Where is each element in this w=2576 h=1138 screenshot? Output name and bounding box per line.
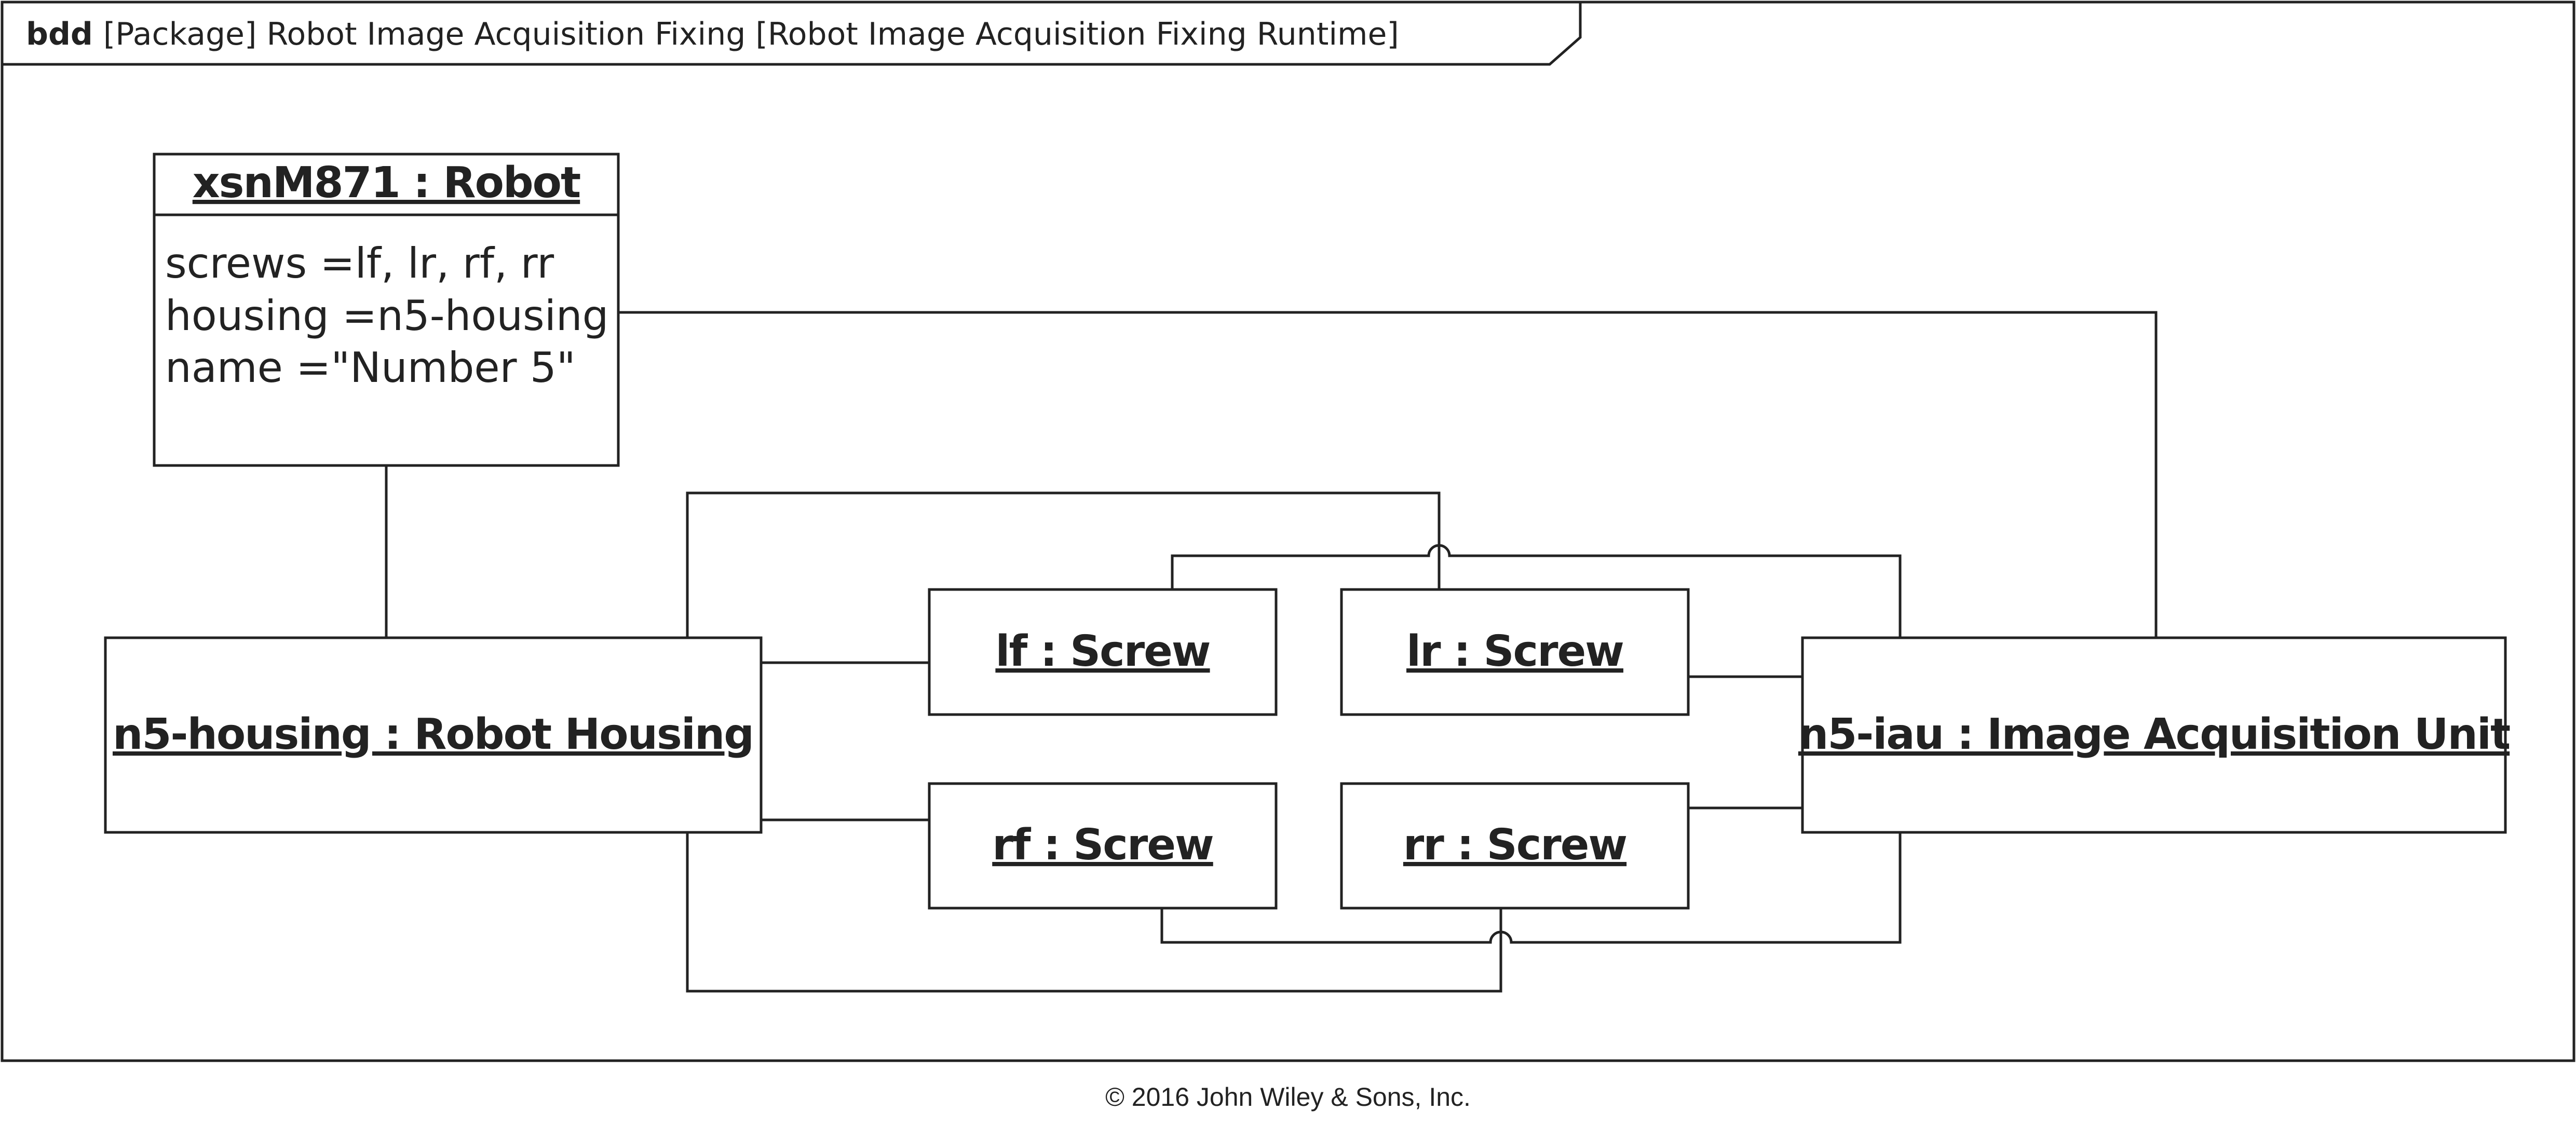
iau-box bbox=[1801, 636, 2507, 834]
robot-slot-housing: housing =n5-housing bbox=[165, 292, 608, 340]
link-lf-iau bbox=[1171, 544, 1902, 638]
frame-header-tab bbox=[2, 2, 1582, 66]
iau-title: n5-iau : Image Acquisition Unit bbox=[1798, 710, 2510, 759]
screw-lr-instance[interactable]: lr : Screw bbox=[1340, 588, 1690, 716]
copyright-notice: © 2016 John Wiley & Sons, Inc. bbox=[1105, 1082, 1471, 1112]
screw-lf-instance[interactable]: lf : Screw bbox=[928, 588, 1278, 716]
screw-rr-title: rr : Screw bbox=[1403, 820, 1626, 870]
link-robot-iau bbox=[618, 311, 2158, 638]
screw-lf-box bbox=[928, 588, 1278, 716]
screw-rr-instance[interactable]: rr : Screw bbox=[1340, 782, 1690, 910]
robot-box bbox=[153, 153, 620, 467]
housing-title: n5-housing : Robot Housing bbox=[113, 710, 753, 759]
screw-rf-instance[interactable]: rf : Screw bbox=[928, 782, 1278, 910]
screw-lf-title: lf : Screw bbox=[995, 627, 1210, 676]
screw-rr-box bbox=[1340, 782, 1690, 910]
housing-box bbox=[104, 636, 763, 834]
robot-title: xsnM871 : Robot bbox=[193, 158, 580, 208]
robot-slot-screws: screws =lf, lr, rf, rr bbox=[165, 239, 554, 287]
frame-header: bdd [Package] Robot Image Acquisition Fix… bbox=[26, 16, 1399, 52]
link-housing-lr bbox=[686, 491, 1441, 638]
link-housing-rr bbox=[686, 832, 1502, 993]
screw-lr-box bbox=[1340, 588, 1690, 716]
screw-rf-box bbox=[928, 782, 1278, 910]
diagram-kind: bdd bbox=[26, 16, 93, 52]
robot-instance[interactable]: xsnM871 : Robot screws =lf, lr, rf, rr h… bbox=[153, 153, 620, 467]
robot-slot-name: name ="Number 5" bbox=[165, 344, 576, 392]
screw-lr-title: lr : Screw bbox=[1406, 627, 1623, 676]
screw-rf-title: rf : Screw bbox=[992, 820, 1213, 870]
diagram-title: [Package] Robot Image Acquisition Fixing… bbox=[103, 16, 1399, 52]
housing-instance[interactable]: n5-housing : Robot Housing bbox=[104, 636, 763, 834]
iau-instance[interactable]: n5-iau : Image Acquisition Unit bbox=[1798, 636, 2511, 834]
connectors bbox=[385, 311, 2158, 993]
